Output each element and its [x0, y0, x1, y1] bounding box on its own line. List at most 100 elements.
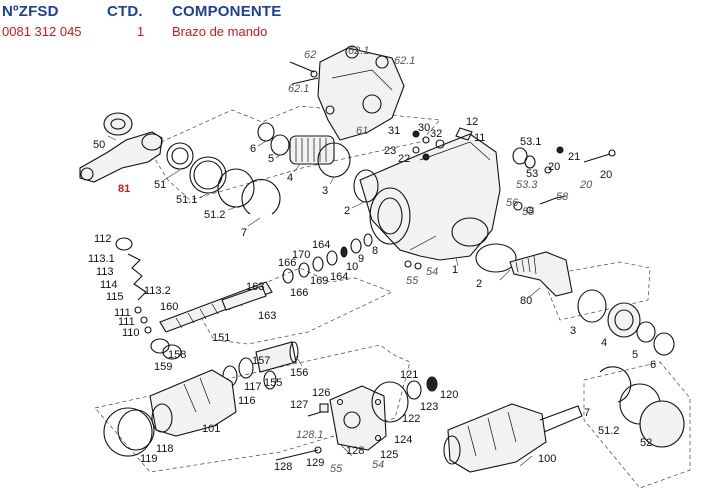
- label-120: 120: [440, 389, 458, 401]
- cylinder-101[interactable]: [149, 369, 237, 437]
- valve-small-parts[interactable]: [412, 127, 473, 161]
- label-62-1: 62.1: [348, 45, 369, 57]
- label-125: 125: [380, 449, 398, 461]
- label-170: 170: [292, 249, 310, 261]
- label-51-2: 51.2: [204, 209, 225, 221]
- label-100: 100: [538, 453, 556, 465]
- column-header-component: COMPONENTE: [172, 3, 282, 20]
- label-158: 158: [168, 349, 186, 361]
- label-129: 129: [306, 457, 324, 469]
- label-61: 61: [356, 125, 368, 137]
- label-50: 50: [93, 139, 105, 151]
- label-51: 51: [154, 179, 166, 191]
- piston-100[interactable]: [443, 403, 583, 473]
- bolt-62[interactable]: [289, 61, 319, 85]
- seals-158-159[interactable]: [150, 338, 182, 360]
- snap-ring-7[interactable]: [241, 179, 281, 215]
- ring-51-2[interactable]: [217, 168, 255, 208]
- label-169: 169: [310, 275, 328, 287]
- nut-50[interactable]: [103, 112, 133, 136]
- parts-header: NºZFSD CTD. COMPONENTE 0081 312 045 1 Br…: [0, 0, 720, 44]
- label-1: 1: [452, 264, 458, 276]
- label-54b: 54: [372, 459, 384, 471]
- worm-shaft-151[interactable]: [159, 281, 273, 333]
- bracket-61[interactable]: [317, 45, 405, 141]
- sector-shaft-80[interactable]: [509, 251, 573, 297]
- ring-5[interactable]: [270, 134, 290, 156]
- sleeve-156[interactable]: [255, 341, 299, 373]
- label-121: 121: [400, 369, 418, 381]
- label-3b: 3: [570, 325, 576, 337]
- label-3: 3: [322, 185, 328, 197]
- label-7: 7: [241, 227, 247, 239]
- label-58: 58: [556, 191, 569, 203]
- ring-6[interactable]: [257, 122, 275, 142]
- label-5: 5: [268, 153, 274, 165]
- component-name-value[interactable]: Brazo de mando: [172, 24, 268, 39]
- label-80: 80: [520, 295, 532, 307]
- label-21: 21: [568, 151, 580, 163]
- label-111: 111: [114, 307, 131, 319]
- snap-ring-7b[interactable]: [599, 366, 632, 403]
- gasket-2b[interactable]: [475, 243, 517, 273]
- screw-128[interactable]: [275, 446, 322, 461]
- label-53-3: 53.3: [516, 179, 538, 191]
- leader-lines: [107, 135, 541, 467]
- cover-124[interactable]: [329, 385, 387, 451]
- column-header-quantity: CTD.: [107, 3, 143, 20]
- label-128-1: 128.1: [296, 429, 324, 441]
- seals-118-119[interactable]: [103, 407, 155, 457]
- fittings-55-56-58[interactable]: [404, 201, 534, 270]
- steering-arm-81[interactable]: [79, 131, 163, 183]
- label-55: 55: [522, 206, 535, 218]
- housing-1[interactable]: [359, 133, 501, 261]
- ring-5b[interactable]: [636, 321, 656, 343]
- label-112: 112: [94, 233, 112, 245]
- label-151: 151: [212, 332, 230, 344]
- label-114: 114: [100, 279, 118, 291]
- bolt-127[interactable]: [307, 403, 329, 417]
- label-115: 115: [106, 291, 124, 303]
- label-163: 163: [258, 310, 276, 322]
- label-4: 4: [287, 172, 293, 184]
- label-32: 32: [430, 128, 442, 140]
- label-128: 128: [274, 461, 292, 473]
- label-4b: 4: [601, 337, 607, 349]
- label-119: 119: [140, 453, 158, 465]
- cover-52[interactable]: [639, 400, 685, 448]
- bearing-4[interactable]: [289, 135, 335, 165]
- plug-53[interactable]: [512, 146, 564, 174]
- label-22: 22: [398, 153, 410, 165]
- label-163: 163: [246, 281, 264, 293]
- ring-3b[interactable]: [577, 289, 607, 323]
- label-23: 23: [384, 145, 396, 157]
- rings-164-170[interactable]: [282, 233, 373, 284]
- seal-51[interactable]: [166, 142, 194, 170]
- bleeder-20[interactable]: [539, 149, 616, 205]
- label-2b: 2: [476, 278, 482, 290]
- ring-6b[interactable]: [653, 332, 675, 356]
- label-51-2b: 51.2: [598, 425, 619, 437]
- rings-120-123[interactable]: [371, 376, 438, 423]
- label-53: 53: [526, 168, 538, 180]
- valve-parts-110-115[interactable]: [115, 237, 152, 334]
- label-81-highlight[interactable]: 81: [118, 183, 130, 195]
- seal-51-1[interactable]: [189, 156, 227, 194]
- label-56: 56: [506, 197, 519, 209]
- label-164: 164: [330, 271, 348, 283]
- label-113: 113: [96, 266, 114, 278]
- label-9: 9: [358, 253, 364, 265]
- label-166: 166: [278, 257, 296, 269]
- label-55c: 55: [330, 463, 343, 475]
- label-20: 20: [600, 169, 612, 181]
- bearing-4b[interactable]: [607, 302, 641, 338]
- label-62-1: 62.1: [394, 55, 415, 67]
- label-20: 20: [548, 161, 560, 173]
- label-6b: 6: [650, 359, 656, 371]
- part-number-value[interactable]: 0081 312 045: [2, 24, 82, 39]
- label-54: 54: [426, 266, 438, 278]
- gasket-2[interactable]: [353, 169, 379, 203]
- label-122: 122: [402, 413, 420, 425]
- label-110: 110: [122, 327, 140, 339]
